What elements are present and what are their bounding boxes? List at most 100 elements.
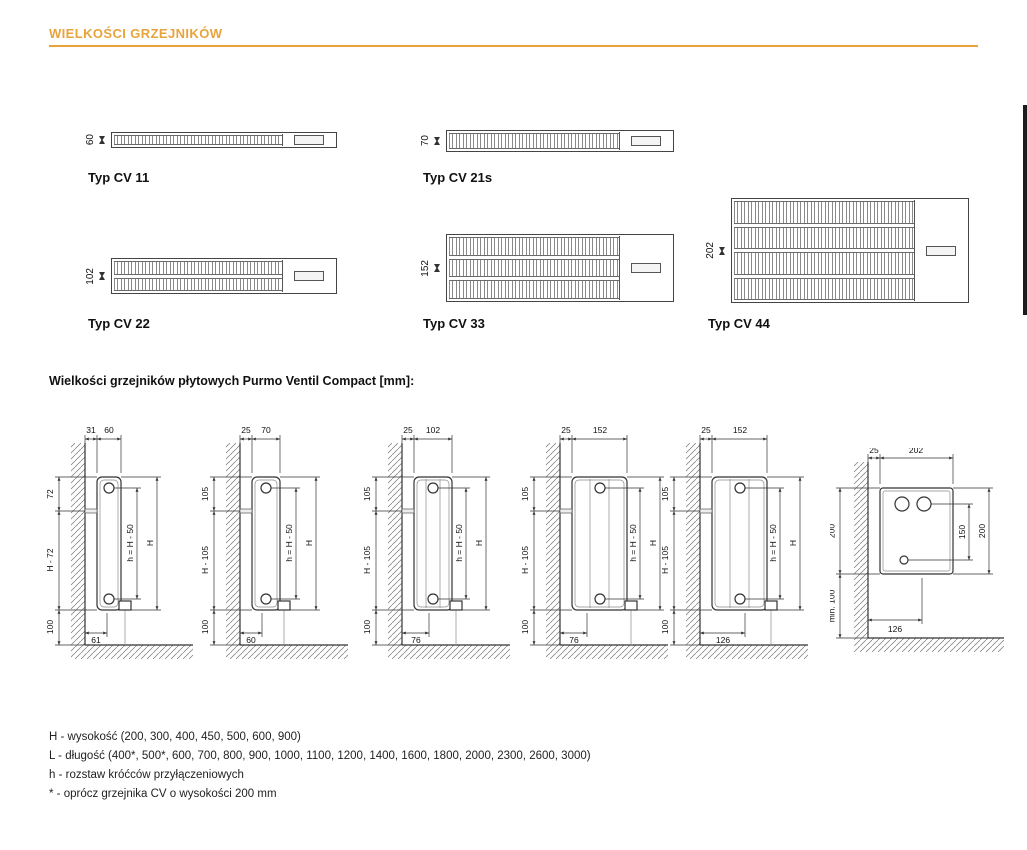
wall-gap-label: 25	[241, 425, 251, 435]
wall-bracket	[239, 508, 253, 514]
radiator-body	[251, 476, 281, 611]
bottom-connection	[734, 593, 746, 605]
radiator-bar-cv33	[446, 234, 674, 302]
floor-hatch	[240, 645, 348, 659]
fin-row	[449, 280, 671, 300]
floor-clearance-label: 100	[660, 620, 670, 634]
left-height-label: 200	[830, 524, 837, 538]
wall-bracket	[699, 508, 713, 514]
fin-row	[449, 258, 671, 278]
fin-row	[449, 237, 671, 256]
scan-edge-artifact	[1023, 105, 1027, 315]
drain-plug	[899, 555, 909, 565]
fin-row	[449, 133, 671, 149]
floor-clearance-label: min. 100	[830, 589, 837, 622]
height-dim-label: 152	[420, 259, 431, 277]
valve-stub	[624, 600, 638, 611]
floor-clearance-label: 100	[520, 620, 530, 634]
valve-detail	[294, 271, 324, 281]
height-dim-label: 60	[85, 134, 96, 146]
top-connection	[260, 482, 272, 494]
right-height-label: 200	[977, 524, 987, 538]
bottom-depth-label: 61	[91, 635, 101, 645]
wall-gap-label: 31	[86, 425, 96, 435]
height-dimension-cv33: 152	[420, 234, 441, 302]
height-label: H	[304, 540, 314, 546]
top-connection	[734, 482, 746, 494]
top-offset-label: 105	[660, 487, 670, 501]
section-title: Wielkości grzejników płytowych Purmo Ven…	[49, 374, 415, 388]
top-offset-label: 105	[200, 487, 210, 501]
valve-block	[879, 487, 954, 575]
top-connection	[594, 482, 606, 494]
sideview-diagram-cv44: 25 152 105 H - 105 100 h = H - 50 H 126	[660, 425, 808, 659]
height-dimension-cv44: 202	[705, 198, 726, 303]
valve-detail	[631, 263, 661, 273]
floor-hatch	[560, 645, 668, 659]
lower-span-label: H - 105	[200, 546, 210, 574]
pipe-spacing-label: h = H - 50	[125, 524, 135, 562]
wall-bracket	[559, 508, 573, 514]
bottom-depth-label: 60	[246, 635, 256, 645]
floor-hatch	[700, 645, 808, 659]
radiator-body	[711, 476, 768, 611]
lower-span-label: H - 72	[45, 548, 55, 571]
wall-hatch	[546, 443, 560, 659]
radiator-bar-cv21s	[446, 130, 674, 152]
bottom-connection	[427, 593, 439, 605]
depth-label: 102	[426, 425, 440, 435]
bottom-connection	[260, 593, 272, 605]
floor-clearance-label: 100	[362, 620, 372, 634]
legend: H - wysokość (200, 300, 400, 450, 500, 6…	[49, 731, 591, 807]
typ-label-cv21s: Typ CV 21s	[423, 170, 493, 185]
floor-clearance-label: 100	[200, 620, 210, 634]
height-label: H	[788, 540, 798, 546]
cross-section-cv33: 152	[420, 234, 674, 302]
valve-stub	[764, 600, 778, 611]
top-offset-label: 105	[362, 487, 372, 501]
height-label: H	[474, 540, 484, 546]
wall-gap-label: 25	[701, 425, 711, 435]
typ-label-cv44: Typ CV 44	[708, 316, 770, 331]
bottom-depth-label: 76	[569, 635, 579, 645]
sideview-diagram-cv21s: 25 70 105 H - 105 100 h = H - 50 H 60	[200, 425, 348, 659]
legend-line-spacing: h - rozstaw króćców przyłączeniowych	[49, 769, 244, 781]
height-label: H	[648, 540, 658, 546]
typ-label-cv33: Typ CV 33	[423, 316, 485, 331]
depth-label: 152	[733, 425, 747, 435]
radiator-body	[96, 476, 122, 611]
valve-detail	[926, 245, 956, 256]
inner-right-label: 150	[957, 525, 967, 539]
height-dim-label: 70	[420, 135, 431, 147]
height-dim-label: 202	[705, 242, 716, 259]
fin-row	[734, 277, 966, 300]
radiator-bar-cv22	[111, 258, 337, 294]
wall-hatch	[388, 443, 402, 659]
typ-label-cv22: Typ CV 22	[88, 316, 150, 331]
valve-stub	[118, 600, 132, 611]
top-offset-label: 72	[45, 489, 55, 499]
floor-hatch	[868, 638, 1004, 652]
lower-span-label: H - 105	[520, 546, 530, 574]
valve-head	[894, 496, 910, 512]
end-cap	[619, 236, 672, 300]
wall-hatch	[226, 443, 240, 659]
height-label: H	[145, 540, 155, 546]
connection-detail-diagram: 25 202 200 min. 100 150 200 126	[830, 448, 1004, 652]
pipe-spacing-label: h = H - 50	[284, 524, 294, 562]
title-rule	[49, 45, 978, 47]
sideview-diagram-cv22: 25 102 105 H - 105 100 h = H - 50 H 76	[362, 425, 510, 659]
fin-row	[114, 135, 334, 145]
pipe-spacing-label: h = H - 50	[454, 524, 464, 562]
sideview-diagram-cv33: 25 152 105 H - 105 100 h = H - 50 H 76	[520, 425, 668, 659]
top-connection	[103, 482, 115, 494]
radiator-bar-cv11	[111, 132, 337, 148]
end-cap	[282, 134, 335, 146]
fin-row	[734, 226, 966, 249]
legend-line-length: L - długość (400*, 500*, 600, 700, 800, …	[49, 750, 591, 762]
bottom-depth-label: 76	[411, 635, 421, 645]
valve-stub	[449, 600, 463, 611]
pipe-spacing-label: h = H - 50	[768, 524, 778, 562]
end-cap	[619, 132, 672, 150]
